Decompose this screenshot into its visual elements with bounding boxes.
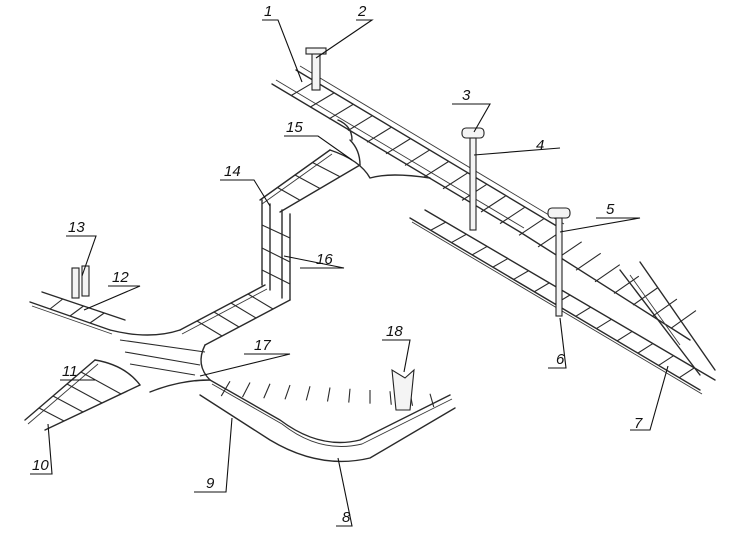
ladder-rung — [309, 92, 335, 108]
ceiling-hanger-2 — [305, 47, 327, 91]
branch-ladder-section-lower — [179, 284, 291, 346]
ceiling-hanger-5 — [547, 207, 571, 317]
ladder-rung — [518, 218, 544, 236]
callout-13: 13 — [68, 219, 85, 236]
callout-3: 3 — [462, 87, 471, 104]
ladder-rung — [594, 264, 621, 283]
ladder-rung — [49, 298, 64, 310]
ladder-rung — [348, 388, 351, 403]
ladder-rung — [480, 195, 506, 213]
ladder-rung — [575, 306, 592, 317]
ladder-rung — [404, 149, 430, 166]
ladder-rung — [263, 383, 271, 399]
ladder-rung — [290, 80, 316, 97]
callout-labels: 1 2 3 4 5 6 7 8 9 10 11 12 13 14 15 16 1… — [32, 3, 643, 526]
ladder-rung — [596, 318, 612, 330]
ladder-rung — [312, 162, 341, 178]
callout-2: 2 — [357, 3, 367, 20]
branch-ladder-section-upper — [259, 149, 361, 213]
vertical-riser-section — [261, 199, 291, 301]
ladder-rung — [442, 172, 468, 190]
left-lower-straight-section — [24, 359, 141, 431]
ladder-rung — [38, 407, 65, 422]
hanger-13 — [71, 265, 90, 299]
ladder-rung — [80, 371, 122, 395]
ladder-rung — [429, 393, 435, 408]
ladder-rung — [242, 382, 251, 398]
lower-run-with-elbow — [199, 379, 456, 463]
ladder-rung — [451, 233, 467, 244]
ladder-rung — [670, 310, 697, 329]
ladder-rung — [89, 312, 105, 324]
ladder-rung — [294, 174, 321, 189]
ladder-rung — [492, 258, 509, 268]
callout-12: 12 — [112, 269, 129, 286]
ceiling-hanger-3 — [461, 127, 485, 231]
ladder-rung — [513, 270, 529, 280]
callout-1: 1 — [264, 3, 272, 20]
upper-straight-ladder-section — [271, 65, 697, 341]
ladder-rung — [658, 355, 674, 366]
ladder-rung — [366, 126, 392, 143]
vertical-bend-transition — [619, 261, 716, 376]
ladder-rung — [534, 282, 550, 293]
ladder-rung — [575, 252, 602, 271]
ladder-rung — [678, 367, 695, 379]
callout-18: 18 — [386, 323, 403, 340]
ladder-rung — [284, 384, 291, 400]
callout-16: 16 — [316, 251, 333, 268]
callout-9: 9 — [206, 475, 215, 492]
ladder-rung — [305, 386, 311, 401]
ladder-rung — [52, 395, 84, 413]
ladder-rung — [389, 391, 392, 405]
ladder-rung — [613, 275, 640, 294]
ladder-rung — [196, 320, 223, 337]
callout-8: 8 — [342, 509, 351, 526]
callout-17: 17 — [254, 337, 271, 354]
ladder-rung — [499, 206, 525, 225]
ladder-rung — [347, 115, 373, 132]
ladder-rung — [220, 380, 231, 397]
callout-14: 14 — [224, 163, 241, 180]
ladder-rung — [651, 298, 678, 318]
ladder-rung — [66, 383, 103, 404]
ladder-rung — [328, 103, 354, 120]
callout-15: 15 — [286, 119, 303, 136]
leader-lines — [30, 19, 669, 527]
ladder-rung — [385, 138, 411, 155]
ladder-rung — [247, 293, 274, 310]
callout-11: 11 — [62, 363, 78, 380]
callout-10: 10 — [32, 457, 49, 474]
callout-5: 5 — [606, 201, 615, 218]
ladder-rung — [430, 221, 446, 231]
hanger-18 — [391, 368, 415, 411]
horizontal-tee-upper — [329, 119, 431, 179]
callout-4: 4 — [536, 137, 544, 154]
callout-7: 7 — [634, 415, 643, 432]
left-upper-straight-section — [29, 291, 126, 335]
ladder-rung — [213, 311, 240, 328]
ladder-rung — [637, 343, 654, 354]
ladder-rung — [326, 387, 331, 402]
ladder-rung — [230, 302, 257, 319]
ladder-rung — [616, 330, 633, 342]
horizontal-cross-section — [94, 329, 211, 393]
ladder-rung — [423, 161, 449, 178]
ladder-rung — [471, 245, 488, 256]
ladder-rung — [69, 305, 84, 317]
callout-6: 6 — [556, 351, 565, 368]
ladder-rung — [277, 187, 301, 201]
